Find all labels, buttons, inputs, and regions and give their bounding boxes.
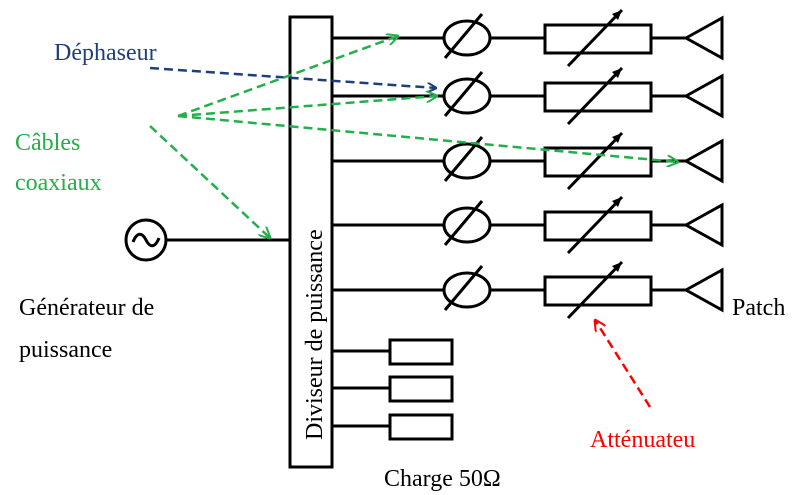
branch-1 [332,8,724,68]
power-divider-box [288,15,334,469]
attenuator-icon [543,146,653,178]
generator-label-line2: puissance [19,337,112,363]
coaxiaux-label: coaxiaux [15,170,102,196]
patch-label: Patch [732,295,785,321]
branch-3 [332,131,724,191]
attenuateur-label: Atténuateu [590,427,695,453]
generator-label-line1: Générateur de [19,295,154,321]
resistor-load-icon [388,338,454,366]
charge-label: Charge 50Ω [384,466,501,492]
attenuator-icon [543,210,653,242]
attenuator-icon [543,23,653,55]
branch-4 [332,195,724,255]
branch-2 [332,66,724,126]
patch-antenna-icon [682,138,724,184]
power-divider-label: Diviseur de puissance [302,229,328,440]
branch-5 [332,260,724,320]
patch-antenna-icon [682,15,724,61]
load-terminations [332,338,454,441]
attenuator-icon [543,275,653,307]
attenuateur-arrow [595,320,652,408]
patch-antenna-icon [682,202,724,248]
dephaseur-arrow [149,66,436,88]
generator-symbol [124,218,290,262]
cables-label: Câbles [15,130,80,156]
dephaseur-label: Déphaseur [54,40,157,66]
resistor-load-icon [388,413,454,441]
resistor-load-icon [388,375,454,403]
coaxial-cable-arrows [149,36,678,238]
patch-antenna-icon [682,267,724,313]
attenuator-icon [543,81,653,113]
patch-antenna-icon [682,73,724,119]
